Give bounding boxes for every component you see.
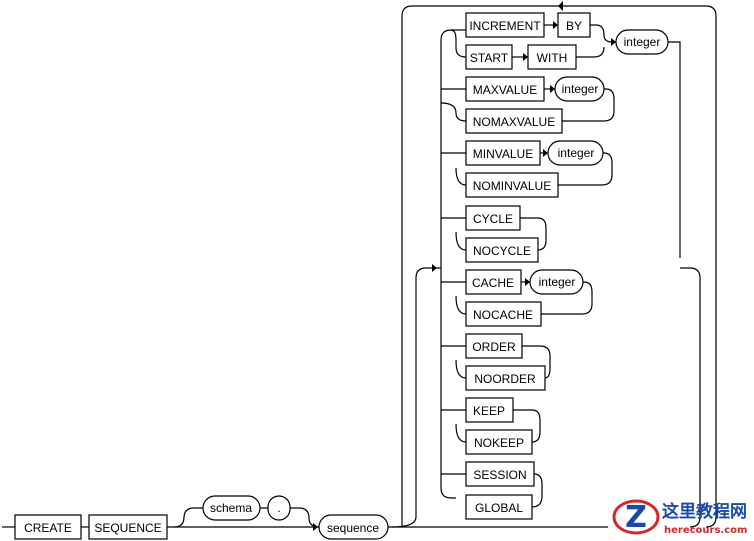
- keyword-nocycle: NOCYCLE: [473, 244, 531, 258]
- watermark-url: herecours.com: [664, 525, 747, 536]
- variable-box-sequence: [318, 514, 389, 540]
- keyword-order: ORDER: [472, 340, 516, 354]
- keyword-noorder: NOORDER: [474, 372, 536, 386]
- keyword-minvalue: MINVALUE: [473, 147, 533, 161]
- keyword-box-cycle: [465, 205, 521, 231]
- keyword-box-nocache: [465, 301, 542, 327]
- keyword-cache: CACHE: [472, 276, 514, 290]
- svg-text:Z: Z: [625, 500, 647, 535]
- keyword-keep: KEEP: [473, 404, 505, 418]
- keyword-nomaxvalue: NOMAXVALUE: [473, 115, 555, 129]
- keyword-box-nokeep: [465, 429, 533, 455]
- arrow-icon: [313, 523, 318, 531]
- keyword-nominvalue: NOMINVALUE: [473, 179, 551, 193]
- keyword-nokeep: NOKEEP: [474, 436, 524, 450]
- keyword-with: WITH: [537, 51, 568, 65]
- keyword-box-minvalue: [465, 140, 541, 166]
- variable-box-integer: [529, 269, 584, 295]
- keyword-cycle: CYCLE: [473, 212, 513, 226]
- variable-box-schema: [202, 495, 261, 521]
- keyword-maxvalue: MAXVALUE: [473, 83, 537, 97]
- keyword-box-noorder: [465, 365, 546, 391]
- variable-box-integer: [615, 29, 669, 55]
- arrow-icon: [525, 278, 530, 286]
- keyword-global: GLOBAL: [475, 501, 523, 515]
- keyword-box-start: [465, 44, 513, 70]
- keyword-box-nomaxvalue: [465, 108, 563, 134]
- arrow-icon: [611, 38, 616, 46]
- watermark-logo-icon: Z: [612, 499, 660, 535]
- keyword-create: CREATE: [24, 521, 72, 535]
- arrow-icon: [553, 21, 558, 29]
- arrow-icon: [432, 264, 437, 272]
- variable-box-integer: [547, 140, 604, 166]
- arrow-icon: [550, 85, 555, 93]
- keyword-box-nocycle: [465, 237, 539, 263]
- arrow-icon: [558, 1, 563, 11]
- keyword-sequence: SEQUENCE: [94, 521, 161, 535]
- variable-integer: integer: [562, 82, 599, 96]
- keyword-box-order: [465, 333, 523, 359]
- keyword-session: SESSION: [473, 468, 526, 482]
- keyword-box-global: [465, 494, 533, 520]
- keyword-increment: INCREMENT: [469, 19, 541, 33]
- keyword-start: START: [470, 51, 509, 65]
- keyword-box-cache: [465, 269, 522, 295]
- variable-sequence: sequence: [327, 521, 379, 535]
- arrow-icon: [543, 149, 548, 157]
- repeat-loop: [391, 5, 717, 528]
- keyword-by: BY: [566, 19, 582, 33]
- variable-integer: integer: [558, 146, 595, 160]
- option-tokens: INCREMENT BY START WITH integer MAXVALUE…: [465, 12, 669, 520]
- variable-box-integer: [554, 76, 605, 102]
- keyword-box-sequence: [88, 514, 168, 540]
- keyword-box-maxvalue: [465, 76, 545, 102]
- symbol-dot: .: [277, 501, 280, 515]
- variable-integer: integer: [539, 275, 576, 289]
- symbol-box-dot: [267, 495, 291, 521]
- arrow-icon: [523, 53, 528, 61]
- watermark-title: 这里教程网: [662, 501, 747, 522]
- keyword-box-session: [465, 461, 535, 487]
- option-branches: [440, 24, 681, 508]
- keyword-nocache: NOCACHE: [473, 308, 533, 322]
- keyword-box-nominvalue: [465, 172, 559, 198]
- keyword-box-increment: [465, 12, 545, 38]
- keyword-box-by: [557, 12, 591, 38]
- variable-integer: integer: [624, 35, 661, 49]
- keyword-box-with: [527, 44, 577, 70]
- watermark: Z 这里教程网 herecours.com: [612, 499, 747, 536]
- keyword-box-create: [14, 514, 82, 540]
- main-line: [2, 507, 608, 528]
- variable-schema: schema: [210, 501, 252, 515]
- statement-tokens: CREATE SEQUENCE schema . sequence: [14, 495, 389, 540]
- keyword-box-keep: [465, 397, 514, 423]
